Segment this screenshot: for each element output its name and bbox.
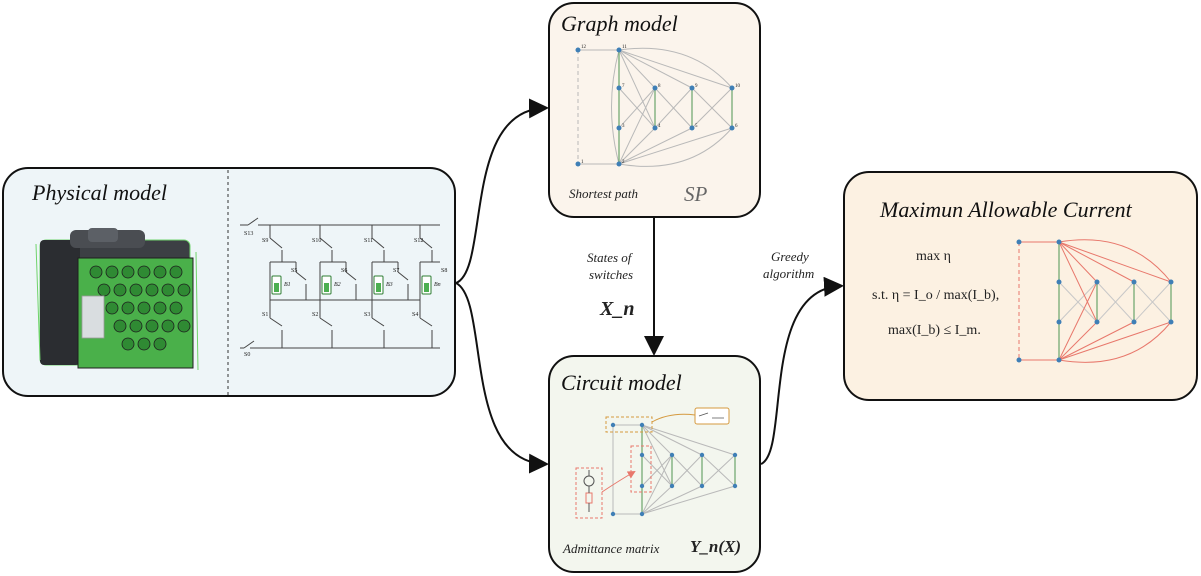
states-label-line2: switches [589, 267, 634, 282]
circuit-model-title: Circuit model [561, 370, 682, 395]
graph-model-drawing [575, 47, 735, 167]
graph-node-label-8: 8 [658, 84, 661, 89]
sp-symbol: SP [684, 182, 708, 206]
states-label-line1: States of [587, 250, 632, 265]
greedy-label-line1: Greedy [771, 249, 809, 264]
switch-label-s6: S6 [341, 268, 348, 274]
switch-label-s3: S3 [364, 312, 371, 318]
graph-node-label-11: 11 [622, 45, 627, 50]
graph-node-label-10: 10 [735, 84, 740, 89]
graph-node-label-9: 9 [695, 84, 698, 89]
battery-icons [271, 275, 432, 295]
greedy-label-line2: algorithm [763, 266, 815, 281]
switch-label-s13: S13 [244, 231, 254, 237]
switch-label-s12: S12 [414, 238, 424, 244]
connector-arrows [455, 98, 844, 474]
switch-label-s2: S2 [312, 312, 319, 318]
switch-label-s5: S5 [291, 268, 298, 274]
switch-label-s0: S0 [244, 352, 251, 358]
switch-label-s9: S9 [262, 238, 269, 244]
admittance-matrix-caption: Admittance matrix [563, 541, 660, 556]
graph-node-label-4: 4 [658, 124, 661, 129]
objective-formula: max η [916, 249, 951, 264]
physical-model-title: Physical model [32, 180, 168, 205]
battery-pack-image [35, 228, 199, 371]
result-graph-drawing [1016, 239, 1174, 363]
result-title: Maximun Allowable Current [880, 197, 1132, 222]
graph-model-title: Graph model [561, 11, 678, 36]
switch-label-s4: S4 [412, 312, 419, 318]
graph-node-label-1: 1 [581, 160, 584, 165]
battery-label-b1: B1 [284, 282, 291, 288]
battery-label-b3: B3 [386, 282, 393, 288]
switch-label-s7: S7 [393, 268, 400, 274]
switch-label-s1: S1 [262, 312, 269, 318]
graph-node-label-3: 3 [622, 124, 625, 129]
admittance-symbol: Y_n(X) [690, 537, 741, 556]
graph-node-label-5: 5 [695, 124, 698, 129]
switch-circuit [240, 217, 440, 349]
circuit-model-drawing [575, 407, 738, 519]
constraint-formula-2: max(I_b) ≤ I_m. [888, 323, 981, 338]
graph-node-label-6: 6 [735, 124, 738, 129]
graph-node-label-12: 12 [581, 45, 586, 50]
battery-label-b2: B2 [334, 282, 341, 288]
result-panel [843, 171, 1198, 401]
graph-node-label-2: 2 [622, 160, 625, 165]
switch-label-s10: S10 [312, 238, 322, 244]
switch-label-s8: S8 [441, 268, 448, 274]
constraint-formula-1: s.t. η = I_o / max(I_b), [872, 288, 1000, 303]
shortest-path-caption: Shortest path [569, 186, 638, 201]
states-symbol: X_n [600, 298, 635, 320]
switch-label-s11: S11 [364, 238, 374, 244]
graph-node-label-7: 7 [622, 84, 625, 89]
battery-label-bn: Bn [434, 282, 441, 288]
